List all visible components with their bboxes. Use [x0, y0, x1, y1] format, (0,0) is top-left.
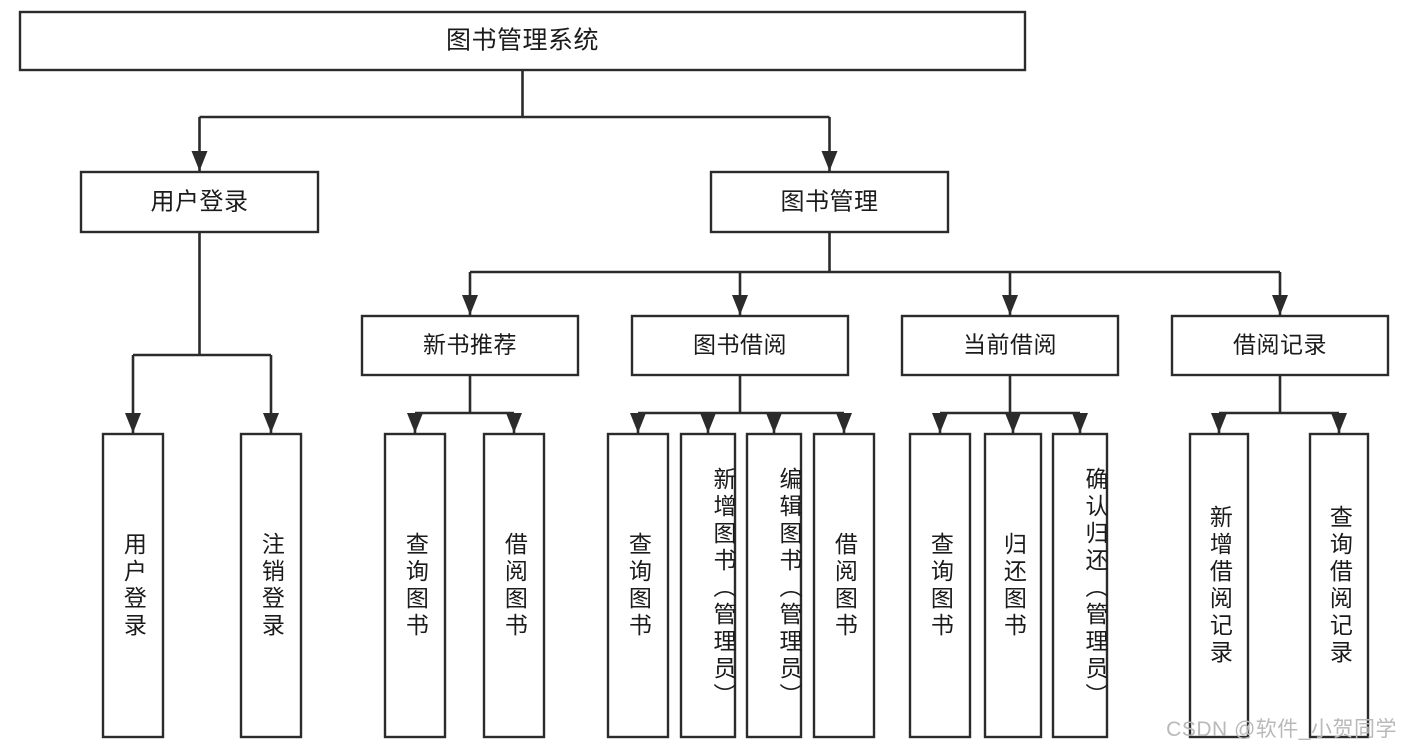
- arrow-head: [1272, 295, 1288, 315]
- node-box-leaf-query-book-1[interactable]: [383, 432, 447, 739]
- arrow-head: [836, 413, 852, 433]
- node-label-book-manage: 图书管理: [781, 188, 879, 215]
- node-label-new-book-recommend: 新书推荐: [423, 332, 517, 358]
- arrow-head: [932, 413, 948, 433]
- node-label-current-borrow: 当前借阅: [963, 332, 1057, 358]
- node-label-book-borrow: 图书借阅: [693, 332, 787, 358]
- arrow-head: [732, 295, 748, 315]
- node-box-leaf-add-book-admin[interactable]: [679, 432, 737, 739]
- node-box-leaf-query-borrow-record[interactable]: [1308, 432, 1370, 739]
- node-label-root: 图书管理系统: [446, 27, 599, 55]
- node-box-book-manage[interactable]: [709, 170, 950, 234]
- arrow-head: [1072, 413, 1088, 433]
- node-box-root[interactable]: [18, 10, 1027, 72]
- node-box-layer: [18, 10, 1390, 739]
- connector-layer: [125, 70, 1347, 433]
- arrow-head: [821, 151, 838, 171]
- arrow-head: [407, 413, 423, 433]
- node-box-book-borrow[interactable]: [630, 314, 850, 377]
- watermark: CSDN @软件_小贺同学: [1166, 718, 1397, 741]
- arrow-head: [191, 151, 208, 171]
- node-box-leaf-borrow-book-1[interactable]: [482, 432, 546, 739]
- node-label-borrow-record: 借阅记录: [1233, 332, 1327, 358]
- arrow-head: [462, 295, 478, 315]
- node-box-leaf-logout[interactable]: [239, 432, 303, 739]
- node-box-leaf-edit-book-admin[interactable]: [745, 432, 803, 739]
- arrow-head: [263, 413, 279, 433]
- arrow-head: [766, 413, 782, 433]
- arrow-head: [1211, 413, 1227, 433]
- node-box-leaf-query-book-3[interactable]: [908, 432, 972, 739]
- node-box-borrow-record[interactable]: [1170, 314, 1390, 377]
- node-box-current-borrow[interactable]: [900, 314, 1120, 377]
- arrow-head: [630, 413, 646, 433]
- node-box-leaf-query-book-2[interactable]: [606, 432, 670, 739]
- node-label-user-login: 用户登录: [151, 188, 249, 215]
- node-box-leaf-borrow-book-2[interactable]: [812, 432, 876, 739]
- arrow-head: [506, 413, 522, 433]
- node-box-leaf-confirm-return-admin[interactable]: [1051, 432, 1109, 739]
- node-box-leaf-return-book[interactable]: [983, 432, 1043, 739]
- node-box-leaf-user-login[interactable]: [101, 432, 165, 739]
- node-box-leaf-add-borrow-record[interactable]: [1188, 432, 1250, 739]
- node-box-user-login[interactable]: [79, 170, 320, 234]
- arrow-head: [700, 413, 716, 433]
- node-box-new-book-recommend[interactable]: [360, 314, 580, 377]
- arrow-head: [1005, 413, 1021, 433]
- arrow-head: [1331, 413, 1347, 433]
- arrow-head: [1002, 295, 1018, 315]
- arrow-head: [125, 413, 141, 433]
